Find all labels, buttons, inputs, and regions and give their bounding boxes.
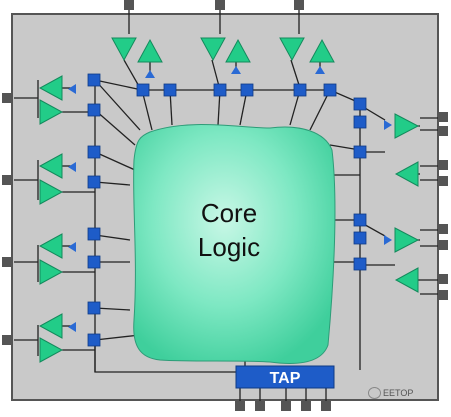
driver-arrow (68, 242, 76, 252)
io-buffers (38, 37, 420, 363)
scan-cell (87, 145, 101, 159)
pad (301, 401, 311, 411)
pad (235, 401, 245, 411)
buffer-triangle (279, 37, 305, 62)
pad (281, 401, 291, 411)
pad (438, 160, 448, 170)
pad (438, 112, 448, 122)
io-pads (2, 0, 448, 411)
pad (2, 335, 12, 345)
scan-cell (293, 83, 307, 97)
buffer-triangle (39, 99, 64, 125)
scan-cell (87, 103, 101, 117)
buffer-triangle (394, 113, 420, 139)
buffer-triangle (225, 38, 251, 63)
tap-controller (235, 365, 335, 389)
buffer-triangle (394, 227, 420, 253)
pad (438, 290, 448, 300)
scan-cell (353, 115, 367, 129)
pad (124, 0, 134, 10)
driver-arrow (231, 66, 241, 74)
pad (2, 257, 12, 267)
buffer-triangle (39, 337, 64, 363)
scan-cell (87, 227, 101, 241)
pad (438, 176, 448, 186)
buffer-triangle (39, 259, 64, 285)
buffer-triangle (111, 37, 137, 62)
cell-drivers (68, 66, 392, 332)
scan-cell (323, 83, 337, 97)
buffer-triangle (200, 37, 226, 62)
driver-arrow (68, 84, 76, 94)
driver-arrow (68, 322, 76, 332)
buffer-triangle (38, 233, 63, 259)
scan-cell (353, 213, 367, 227)
driver-arrow (384, 120, 392, 130)
scan-cell (87, 301, 101, 315)
pad (255, 401, 265, 411)
scan-cell (136, 83, 150, 97)
scan-cell (87, 255, 101, 269)
pad (215, 0, 225, 10)
scan-cell (353, 145, 367, 159)
buffer-triangle (39, 179, 64, 205)
scan-cell (163, 83, 177, 97)
driver-arrow (68, 162, 76, 172)
core-logic-block (133, 124, 336, 364)
boundary-scan-cells (87, 73, 367, 347)
buffer-triangle (137, 38, 163, 63)
watermark-text: EETOP (383, 388, 414, 398)
pad (294, 0, 304, 10)
buffer-triangle (309, 38, 335, 63)
scan-cell (240, 83, 254, 97)
driver-arrow (384, 235, 392, 245)
scan-cell (213, 83, 227, 97)
pad (438, 274, 448, 284)
core-logic-line1: Core (201, 198, 257, 228)
scan-cell (87, 73, 101, 87)
scan-cell (353, 97, 367, 111)
scan-cell (87, 333, 101, 347)
buffer-triangle (38, 75, 63, 101)
pad (321, 401, 331, 411)
scan-cell (353, 257, 367, 271)
pad (2, 175, 12, 185)
scan-cell (353, 231, 367, 245)
buffer-triangle (394, 267, 419, 293)
driver-arrow (315, 66, 325, 74)
pad (438, 240, 448, 250)
scan-cell (87, 175, 101, 189)
buffer-triangle (38, 313, 63, 339)
tap-label: TAP (270, 370, 301, 387)
driver-arrow (145, 70, 155, 78)
pad (438, 224, 448, 234)
buffer-triangle (394, 161, 419, 187)
wechat-icon (368, 387, 381, 399)
core-logic-line2: Logic (198, 232, 260, 262)
buffer-triangle (38, 153, 63, 179)
pad (2, 93, 12, 103)
pad (438, 126, 448, 136)
